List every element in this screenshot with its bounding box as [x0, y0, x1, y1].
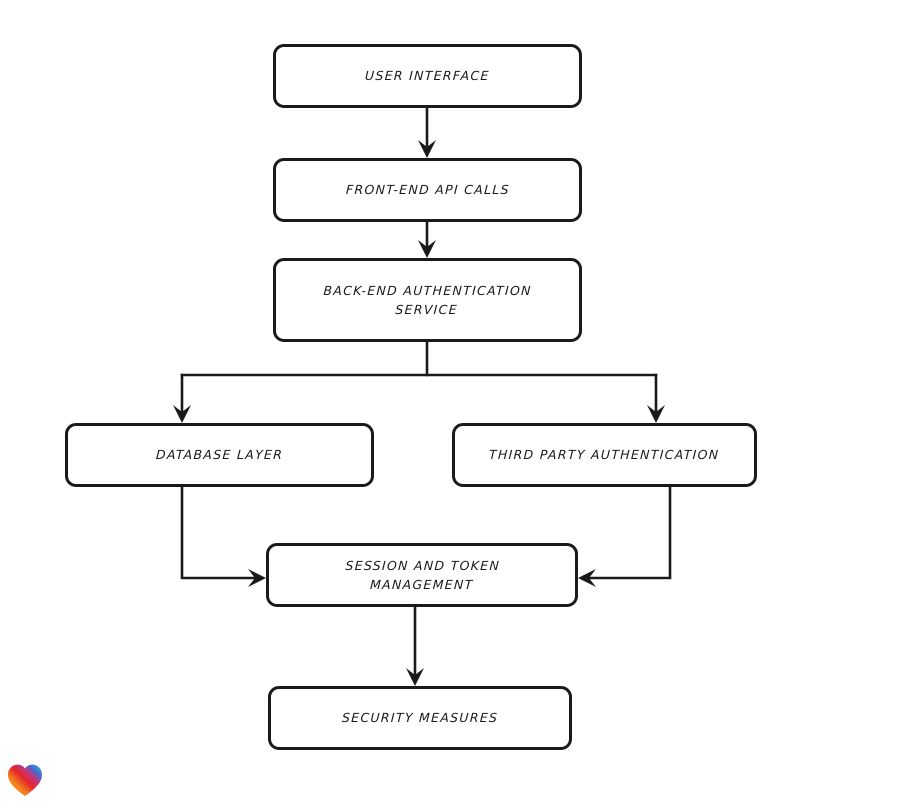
- node-label-backend-auth-service: Back-End Authentication Service: [323, 282, 533, 317]
- heart-icon: [8, 764, 42, 796]
- node-label-user-interface: User Interface: [364, 68, 491, 84]
- node-label-session-token-management: Session and Token Management: [344, 557, 501, 592]
- edge-split-to-third-party-auth: [647, 373, 665, 423]
- edge-user-interface-to-frontend-api: [418, 106, 436, 158]
- edge-third-party-auth-to-session: [578, 485, 672, 587]
- node-third-party-auth[interactable]: Third Party Authentication: [452, 423, 757, 487]
- node-database-layer[interactable]: Database Layer: [65, 423, 374, 487]
- node-label-third-party-auth: Third Party Authentication: [488, 447, 721, 463]
- node-security-measures[interactable]: Security Measures: [268, 686, 572, 750]
- node-user-interface[interactable]: User Interface: [273, 44, 582, 108]
- edge-split-to-database-layer: [173, 373, 191, 423]
- node-session-token-management[interactable]: Session and Token Management: [266, 543, 578, 607]
- edge-database-layer-to-session: [180, 485, 266, 587]
- node-backend-auth-service[interactable]: Back-End Authentication Service: [273, 258, 582, 342]
- edge-frontend-api-to-backend-auth: [418, 220, 436, 258]
- edge-backend-auth-split-bus: [180, 340, 658, 377]
- edge-session-to-security-measures: [406, 605, 424, 686]
- node-label-database-layer: Database Layer: [155, 447, 284, 463]
- node-label-frontend-api-calls: Front-End API Calls: [345, 182, 510, 198]
- node-frontend-api-calls[interactable]: Front-End API Calls: [273, 158, 582, 222]
- node-label-security-measures: Security Measures: [341, 710, 499, 726]
